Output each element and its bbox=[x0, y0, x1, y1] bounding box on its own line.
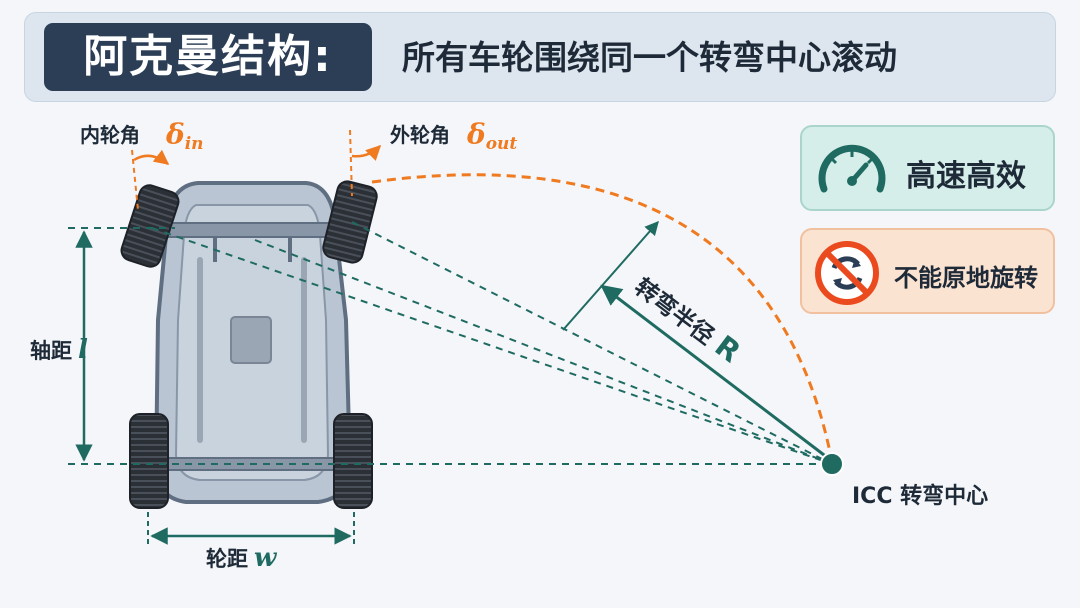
inner-angle-arc bbox=[133, 149, 170, 165]
outer-angle-arc bbox=[351, 144, 382, 161]
wheel-rear-left bbox=[129, 413, 169, 509]
inner-angle-symbol: δin bbox=[165, 118, 204, 154]
radius-arrow bbox=[600, 284, 829, 460]
radius-pointer-arrow bbox=[562, 220, 659, 331]
inner-angle-reference bbox=[131, 149, 139, 211]
outer-angle-symbol: δout bbox=[466, 118, 517, 154]
no-rotate-icon bbox=[815, 241, 879, 305]
icc-label: ICC 转弯中心 bbox=[852, 483, 988, 509]
inner-angle-label: 内轮角 bbox=[80, 123, 140, 147]
icc-point bbox=[820, 452, 844, 476]
car-chassis bbox=[153, 181, 353, 504]
page-subtitle: 所有车轮围绕同一个转弯中心滚动 bbox=[402, 38, 897, 77]
badge-no-spin-in-place: 不能原地旋转 bbox=[800, 228, 1055, 314]
outer-angle-label: 外轮角 bbox=[390, 123, 450, 147]
badge-high-efficiency-label: 高速高效 bbox=[906, 159, 1026, 194]
badge-high-efficiency: 高速高效 bbox=[800, 125, 1055, 211]
turning-arc bbox=[371, 173, 832, 453]
wheel-front-left bbox=[120, 184, 180, 268]
speedometer-icon bbox=[818, 144, 886, 193]
badge-no-spin-label: 不能原地旋转 bbox=[894, 264, 1038, 292]
wheel-rear-right bbox=[333, 413, 373, 509]
line-outer-wheel-to-icc bbox=[351, 221, 833, 465]
page-title: 阿克曼结构: bbox=[44, 23, 372, 91]
outer-angle-reference bbox=[349, 129, 353, 197]
line-inner-wheel-to-icc bbox=[151, 227, 833, 465]
wheel-front-right bbox=[322, 180, 378, 264]
